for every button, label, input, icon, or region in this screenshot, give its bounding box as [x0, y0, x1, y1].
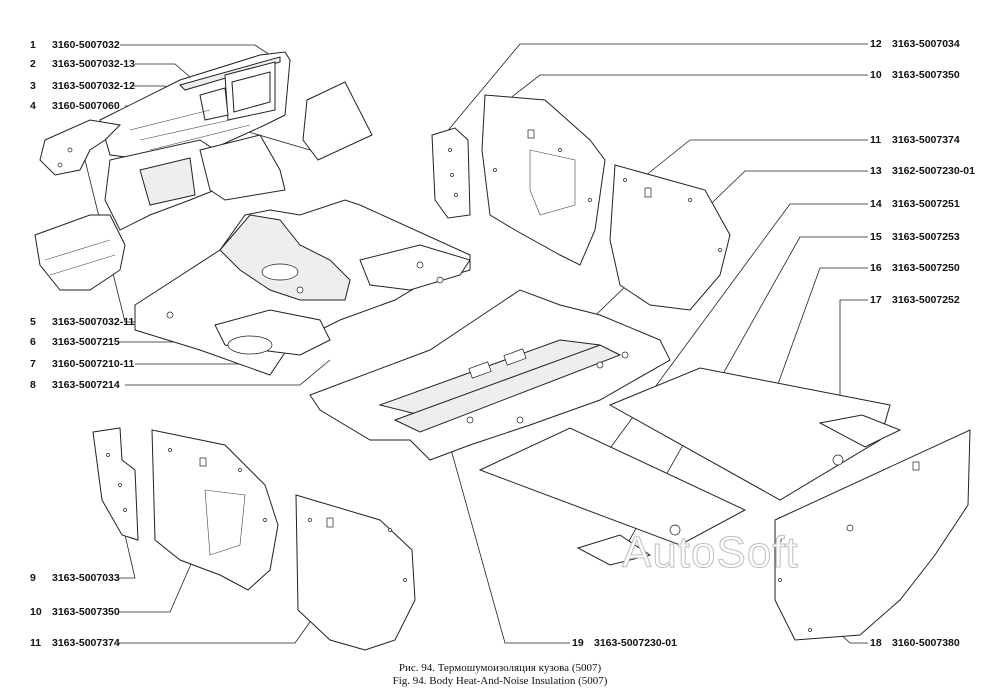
front-floor-mat	[134, 199, 471, 376]
part-18-rear-panel	[774, 429, 971, 641]
part-14-mat	[478, 427, 747, 546]
dash-insulation	[34, 51, 291, 291]
part-16-mat	[608, 367, 891, 501]
part-11-top-panel	[609, 164, 731, 311]
watermark: AutoSoft	[622, 528, 799, 578]
middle-floor-mat	[309, 289, 671, 461]
rear-floor-mats	[478, 367, 902, 566]
part-10-bottom-panel	[151, 429, 279, 591]
caption-en: Fig. 94. Body Heat-And-Noise Insulation …	[392, 675, 608, 687]
part-10-top-panel	[481, 94, 606, 266]
part-12-strip	[431, 127, 471, 219]
part-15-pad	[576, 534, 652, 566]
part-4-panel	[302, 81, 373, 161]
part-9-strip	[92, 427, 139, 541]
part-11-bottom-panel	[295, 494, 416, 651]
part-17-pad	[818, 414, 902, 448]
caption-ru: Рис. 94. Термошумоизоляция кузова (5007)	[398, 662, 602, 674]
